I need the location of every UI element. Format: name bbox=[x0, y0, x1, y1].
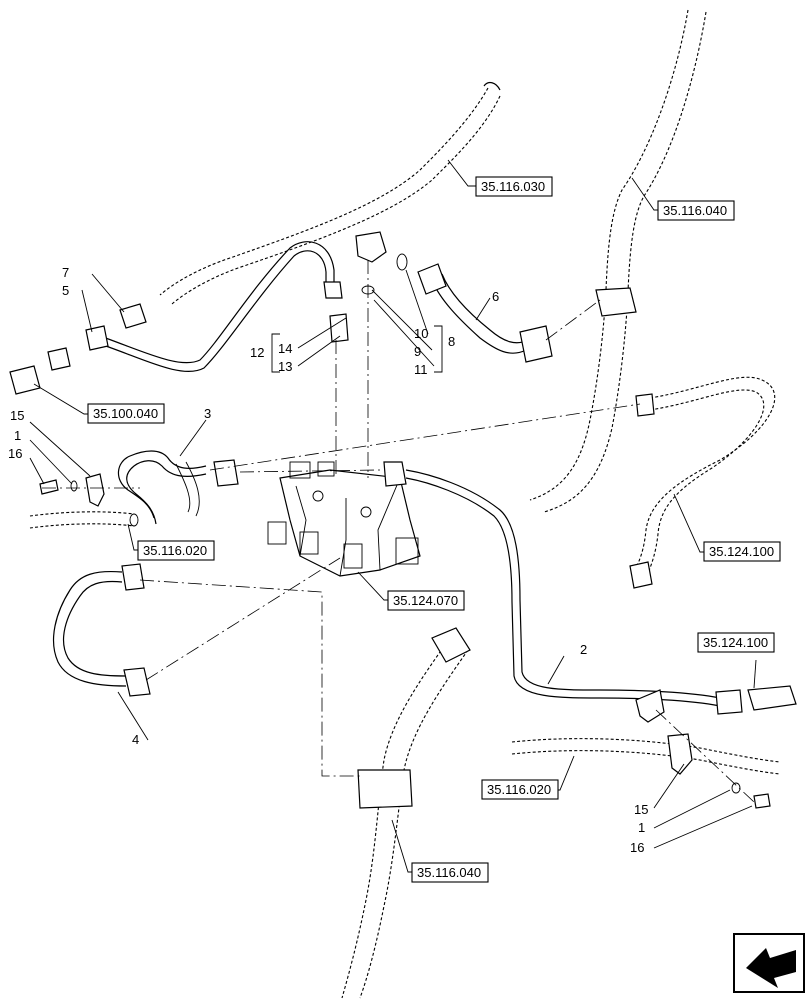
callout-12: 12 bbox=[250, 345, 264, 360]
callout-16-right: 16 bbox=[630, 840, 644, 855]
bracket-2 bbox=[635, 689, 665, 723]
callout-16-left: 16 bbox=[8, 446, 22, 461]
hose-right-wavy bbox=[633, 376, 776, 579]
phantom-line-pipe3-to-hose bbox=[209, 403, 641, 471]
fitting-7 bbox=[119, 303, 147, 329]
callout-14: 14 bbox=[278, 341, 292, 356]
callout-1-right: 1 bbox=[638, 820, 645, 835]
svg-text:35.124.100: 35.124.100 bbox=[703, 635, 768, 650]
phantom-line-clip-right bbox=[655, 709, 755, 803]
svg-text:35.116.020: 35.116.020 bbox=[143, 543, 207, 558]
callout-9: 9 bbox=[414, 344, 421, 359]
fitting-6-top bbox=[417, 263, 447, 295]
callout-11: 11 bbox=[414, 362, 428, 377]
ref-35-124-100-mid[interactable]: 35.124.100 bbox=[703, 541, 781, 562]
washer-1-right bbox=[731, 782, 741, 794]
pipe-upper-left bbox=[99, 241, 335, 373]
fitting-5 bbox=[85, 325, 109, 351]
callout-15-right: 15 bbox=[634, 802, 648, 817]
hose-bottom-vertical bbox=[341, 637, 469, 999]
callout-1-left: 1 bbox=[14, 428, 21, 443]
previous-page-arrow-icon[interactable] bbox=[733, 933, 805, 993]
washer-1-left bbox=[70, 480, 78, 492]
callout-10: 10 bbox=[414, 326, 428, 341]
callout-2: 2 bbox=[580, 642, 587, 657]
hose-right-vertical bbox=[529, 9, 707, 513]
ref-35-124-070[interactable]: 35.124.070 bbox=[387, 590, 465, 611]
callout-4: 4 bbox=[132, 732, 139, 747]
svg-text:35.100.040: 35.100.040 bbox=[93, 406, 158, 421]
pipe-4 bbox=[52, 570, 127, 687]
clip-15-right bbox=[667, 733, 693, 775]
ref-35-116-040-bottom[interactable]: 35.116.040 bbox=[411, 862, 489, 883]
svg-text:35.124.070: 35.124.070 bbox=[393, 593, 458, 608]
ref-35-116-030[interactable]: 35.116.030 bbox=[475, 176, 553, 197]
ref-35-116-020-right[interactable]: 35.116.020 bbox=[481, 779, 559, 800]
pipe-6 bbox=[431, 273, 529, 354]
svg-text:35.116.020: 35.116.020 bbox=[487, 782, 551, 797]
hose-fitting-bottom-top bbox=[431, 627, 471, 663]
bolt-16-left bbox=[39, 479, 59, 495]
nut-2-block bbox=[383, 461, 407, 487]
nut-6-end bbox=[519, 325, 553, 363]
bracket-12 bbox=[271, 333, 280, 373]
svg-text:35.116.040: 35.116.040 bbox=[417, 865, 481, 880]
hose-right-lower bbox=[511, 738, 781, 775]
ref-35-116-040-top[interactable]: 35.116.040 bbox=[657, 200, 735, 221]
hose-fitting-wavy-end bbox=[629, 561, 653, 589]
phantom-line-pipe4-down bbox=[139, 579, 360, 777]
ref-35-116-020-left[interactable]: 35.116.020 bbox=[137, 540, 215, 561]
callout-13: 13 bbox=[278, 359, 292, 374]
hose-fitting-mid bbox=[635, 393, 655, 417]
bolt-16-right bbox=[753, 793, 771, 809]
callout-6: 6 bbox=[492, 289, 499, 304]
hose-left-stub bbox=[29, 511, 139, 529]
callout-7: 7 bbox=[62, 265, 69, 280]
nut-top-pipe bbox=[323, 281, 343, 299]
nut-4-top bbox=[121, 563, 145, 591]
hose-clamp-right bbox=[595, 287, 637, 317]
hose-end-left bbox=[9, 365, 41, 395]
fitting-2-end bbox=[715, 689, 743, 715]
pipe-2 bbox=[405, 469, 721, 707]
clip-15-left bbox=[85, 473, 105, 507]
fitting-13-14 bbox=[329, 313, 349, 343]
callout-8: 8 bbox=[448, 334, 455, 349]
o-ring-10 bbox=[396, 253, 408, 271]
phantom-line-block-pipe4 bbox=[145, 557, 341, 681]
svg-text:35.116.040: 35.116.040 bbox=[663, 203, 727, 218]
ref-35-124-100-right[interactable]: 35.124.100 bbox=[697, 632, 775, 653]
phantom-line-pipe6-clamp bbox=[545, 299, 601, 341]
ref-35-100-040[interactable]: 35.100.040 bbox=[87, 403, 165, 424]
callout-5: 5 bbox=[62, 283, 69, 298]
hose-end-right bbox=[747, 685, 797, 711]
bracket-8 bbox=[434, 325, 443, 373]
hose-clamp-bottom bbox=[357, 769, 413, 809]
elbow-fitting bbox=[355, 231, 387, 263]
nut-3 bbox=[213, 459, 239, 487]
hose-top bbox=[159, 81, 501, 305]
valve-block bbox=[267, 461, 421, 577]
nut-left-hose bbox=[47, 347, 71, 371]
svg-text:35.116.030: 35.116.030 bbox=[481, 179, 545, 194]
callout-15-left: 15 bbox=[10, 408, 24, 423]
nut-4-bottom bbox=[123, 667, 151, 697]
pipe-3-bracket bbox=[117, 450, 207, 525]
callout-3: 3 bbox=[204, 406, 211, 421]
svg-text:35.124.100: 35.124.100 bbox=[709, 544, 774, 559]
